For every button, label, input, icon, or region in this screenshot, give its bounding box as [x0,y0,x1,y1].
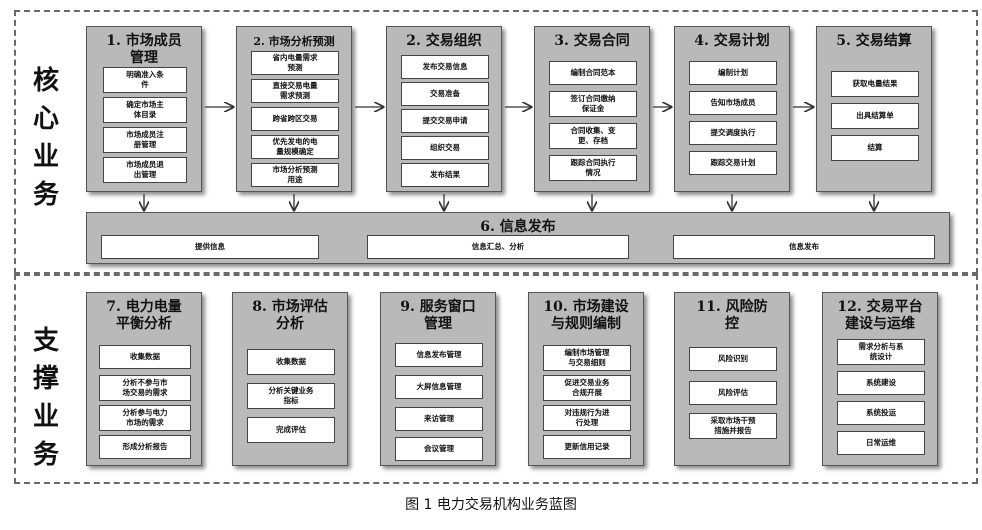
core-module-4: 3. 交易合同 编制合同范本 签订合同缴纳 保证金 合同收集、变 更、存档 跟踪… [534,26,650,192]
module-item: 风险识别 [689,347,777,371]
module-title: 2. 交易组织 [406,33,482,49]
module-item: 形成分析报告 [99,435,191,459]
core-module-6: 5. 交易结算 获取电量结果 出具结算单 结算 [816,26,932,192]
module-item: 提交调度执行 [689,121,777,145]
module-item: 组织交易 [401,136,489,160]
module-item: 跨省跨区交易 [251,107,339,131]
module-item: 提交交易申请 [401,109,489,133]
core-module-5: 4. 交易计划 编制计划 告知市场成员 提交调度执行 跟踪交易计划 [674,26,790,192]
module-item: 编制计划 [689,61,777,85]
module-title: 8. 市场评估 分析 [252,299,328,332]
module-item: 发布交易信息 [401,55,489,79]
module-item: 编制合同范本 [549,61,637,85]
support-module-9: 9. 服务窗口 管理 信息发布管理 大屏信息管理 来访管理 会议管理 [380,292,496,466]
module-item: 获取电量结果 [831,71,919,97]
module-item: 会议管理 [395,437,483,461]
module-item: 结算 [831,135,919,161]
support-module-8: 8. 市场评估 分析 收集数据 分析关键业务 指标 完成评估 [232,292,348,466]
module-item: 发布结果 [401,163,489,187]
module-item: 分析关键业务 指标 [247,383,335,409]
core-business-frame [14,10,978,274]
info-item: 提供信息 [101,235,319,259]
module-title: 1. 市场成员 管理 [106,33,182,66]
module-item: 编制市场管理 与交易细则 [543,345,631,371]
module-title: 9. 服务窗口 管理 [400,299,476,332]
support-module-12: 12. 交易平台 建设与运维 需求分析与系 统设计 系统建设 系统投运 日常运维 [822,292,938,466]
module-item: 交易准备 [401,82,489,106]
module-item: 合同收集、变 更、存档 [549,123,637,149]
module-item: 确定市场主 体目录 [103,97,187,123]
module-title: 7. 电力电量 平衡分析 [106,299,182,332]
core-module-3: 2. 交易组织 发布交易信息 交易准备 提交交易申请 组织交易 发布结果 [386,26,502,192]
module-item: 需求分析与系 统设计 [837,339,925,365]
module-item: 风险评估 [689,381,777,405]
module-title: 12. 交易平台 建设与运维 [837,299,923,332]
module-item: 系统投运 [837,401,925,425]
module-item: 完成评估 [247,417,335,443]
module-item: 对违规行为进 行处理 [543,405,631,431]
module-item: 市场成员注 册管理 [103,127,187,153]
info-publication-bar: 6. 信息发布 提供信息 信息汇总、分析 信息发布 [86,212,950,264]
support-business-frame [14,274,978,484]
module-title: 5. 交易结算 [836,33,912,49]
module-item: 日常运维 [837,431,925,455]
module-item: 分析不参与市 场交易的需求 [99,375,191,401]
module-item: 直接交易电量 需求预测 [251,79,339,103]
info-item: 信息汇总、分析 [367,235,629,259]
module-item: 市场成员退 出管理 [103,157,187,183]
figure-caption: 图 1 电力交易机构业务蓝图 [405,497,577,513]
module-item: 签订合同缴纳 保证金 [549,91,637,117]
module-item: 分析参与电力 市场的需求 [99,405,191,431]
core-module-1: 1. 市场成员 管理 明确准入条 件 确定市场主 体目录 市场成员注 册管理 市… [86,26,202,192]
module-item: 收集数据 [247,349,335,375]
module-title: 10. 市场建设 与规则编制 [543,299,629,332]
support-module-11: 11. 风险防 控 风险识别 风险评估 采取市场干预 措施并报告 [674,292,790,466]
module-item: 促进交易业务 合规开展 [543,375,631,401]
module-item: 省内电量需求 预测 [251,51,339,75]
module-item: 信息发布管理 [395,343,483,367]
support-module-10: 10. 市场建设 与规则编制 编制市场管理 与交易细则 促进交易业务 合规开展 … [528,292,644,466]
module-item: 市场分析预测 用途 [251,163,339,187]
module-item: 收集数据 [99,345,191,369]
support-module-7: 7. 电力电量 平衡分析 收集数据 分析不参与市 场交易的需求 分析参与电力 市… [86,292,202,466]
module-item: 明确准入条 件 [103,67,187,93]
module-title: 3. 交易合同 [554,33,630,49]
info-item: 信息发布 [673,235,935,259]
module-title: 11. 风险防 控 [696,299,768,332]
module-item: 采取市场干预 措施并报告 [689,413,777,439]
module-item: 来访管理 [395,407,483,431]
module-item: 出具结算单 [831,103,919,129]
module-item: 更新信用记录 [543,435,631,459]
core-business-label: 核心业务 [32,66,59,210]
module-item: 跟踪合同执行 情况 [549,155,637,181]
module-title: 2. 市场分析预测 [253,35,335,48]
module-item: 系统建设 [837,371,925,395]
module-item: 大屏信息管理 [395,375,483,399]
info-bar-title: 6. 信息发布 [480,219,556,235]
module-item: 跟踪交易计划 [689,151,777,175]
module-item: 告知市场成员 [689,91,777,115]
module-title: 4. 交易计划 [694,33,770,49]
support-business-label: 支撑业务 [32,326,59,470]
module-item: 优先发电的电 量规模确定 [251,135,339,159]
core-module-2: 2. 市场分析预测 省内电量需求 预测 直接交易电量 需求预测 跨省跨区交易 优… [236,26,352,192]
